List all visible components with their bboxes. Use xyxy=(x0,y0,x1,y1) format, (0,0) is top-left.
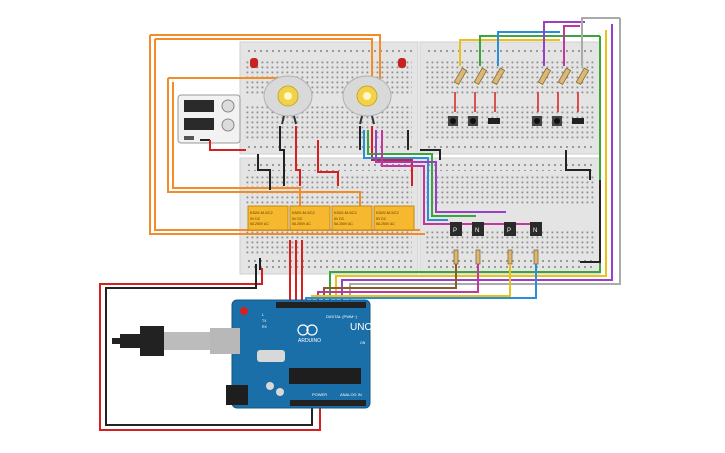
pullup-resistors xyxy=(453,67,590,85)
transistor-1-label: P xyxy=(453,228,457,234)
led-right xyxy=(398,58,406,68)
power-jack xyxy=(226,385,248,405)
uno-label: UNO xyxy=(350,322,372,333)
resistor-to-arduino-wires xyxy=(305,264,537,300)
transistor-2-label: N xyxy=(475,228,479,234)
relay-3-title: K520-M-5C2 xyxy=(334,210,357,215)
arduino-power-loop xyxy=(99,264,321,431)
relay-3-line1: 5V DC xyxy=(334,217,345,221)
relay-1-line1: 5V DC xyxy=(250,217,261,221)
transistor-4: N xyxy=(530,222,542,236)
power-wires xyxy=(200,126,601,270)
relay-3-line2: 5A 250V AC xyxy=(334,222,353,226)
relay-2: K520-M-5C2 5V DC 5A 250V AC xyxy=(289,205,331,231)
atmega-chip xyxy=(289,368,361,384)
relay-1-line2: 5A 250V AC xyxy=(250,222,269,226)
relay-4-line1: 5V DC xyxy=(376,217,387,221)
push-buttons xyxy=(448,116,584,126)
digital-label: DIGITAL (PWM~) xyxy=(326,314,358,319)
transistor-3-label: P xyxy=(507,228,511,234)
power-label: POWER xyxy=(312,392,327,397)
dc-motor-right xyxy=(342,75,392,125)
tx-label: TX xyxy=(262,319,267,323)
relay-1: K520-M-5C2 5V DC 5A 250V AC xyxy=(247,205,289,231)
brand-label: ARDUINO xyxy=(298,338,321,344)
transistor-4-label: N xyxy=(533,228,537,234)
rx-label: RX xyxy=(262,325,268,329)
reset-button[interactable] xyxy=(240,307,248,315)
relay-2-line2: 5A 250V AC xyxy=(292,222,311,226)
dc-motor-left xyxy=(263,75,313,125)
on-label: ON xyxy=(360,341,366,345)
analog-label: ANALOG IN xyxy=(340,392,362,397)
power-supply xyxy=(177,94,241,144)
button-red-links xyxy=(454,92,579,112)
relay-3: K520-M-5C2 5V DC 5A 250V AC xyxy=(331,205,373,231)
base-resistors xyxy=(453,249,539,265)
crystal xyxy=(257,350,285,362)
relay-1-title: K520-M-5C2 xyxy=(250,210,273,215)
transistor-3: P xyxy=(504,222,516,236)
transistor-2: N xyxy=(472,222,484,236)
l-label: L xyxy=(262,313,264,317)
power-analog-header xyxy=(290,400,366,406)
arduino-uno: UNO ARDUINO DIGITAL (PWM~) POWER ANALOG … xyxy=(210,299,372,409)
relay-2-title: K520-M-5C2 xyxy=(292,210,315,215)
usb-port xyxy=(210,328,240,354)
relay-4-line2: 5A 250V AC xyxy=(376,222,395,226)
usb-cable xyxy=(112,326,210,356)
relay-4-title: K520-M-5C2 xyxy=(376,210,399,215)
transistor-1: P xyxy=(450,222,462,236)
digital-header xyxy=(276,302,366,308)
led-left xyxy=(250,58,258,68)
relay-signal-wires xyxy=(289,240,303,300)
relay-4: K520-M-5C2 5V DC 5A 250V AC xyxy=(373,205,415,231)
relay-2-line1: 5V DC xyxy=(292,217,303,221)
relay-row: K520-M-5C2 5V DC 5A 250V AC K520-M-5C2 5… xyxy=(247,205,415,231)
transistor-wires xyxy=(363,130,534,225)
breadboard-top-right xyxy=(419,41,601,155)
transistors: P N P N xyxy=(450,222,542,236)
